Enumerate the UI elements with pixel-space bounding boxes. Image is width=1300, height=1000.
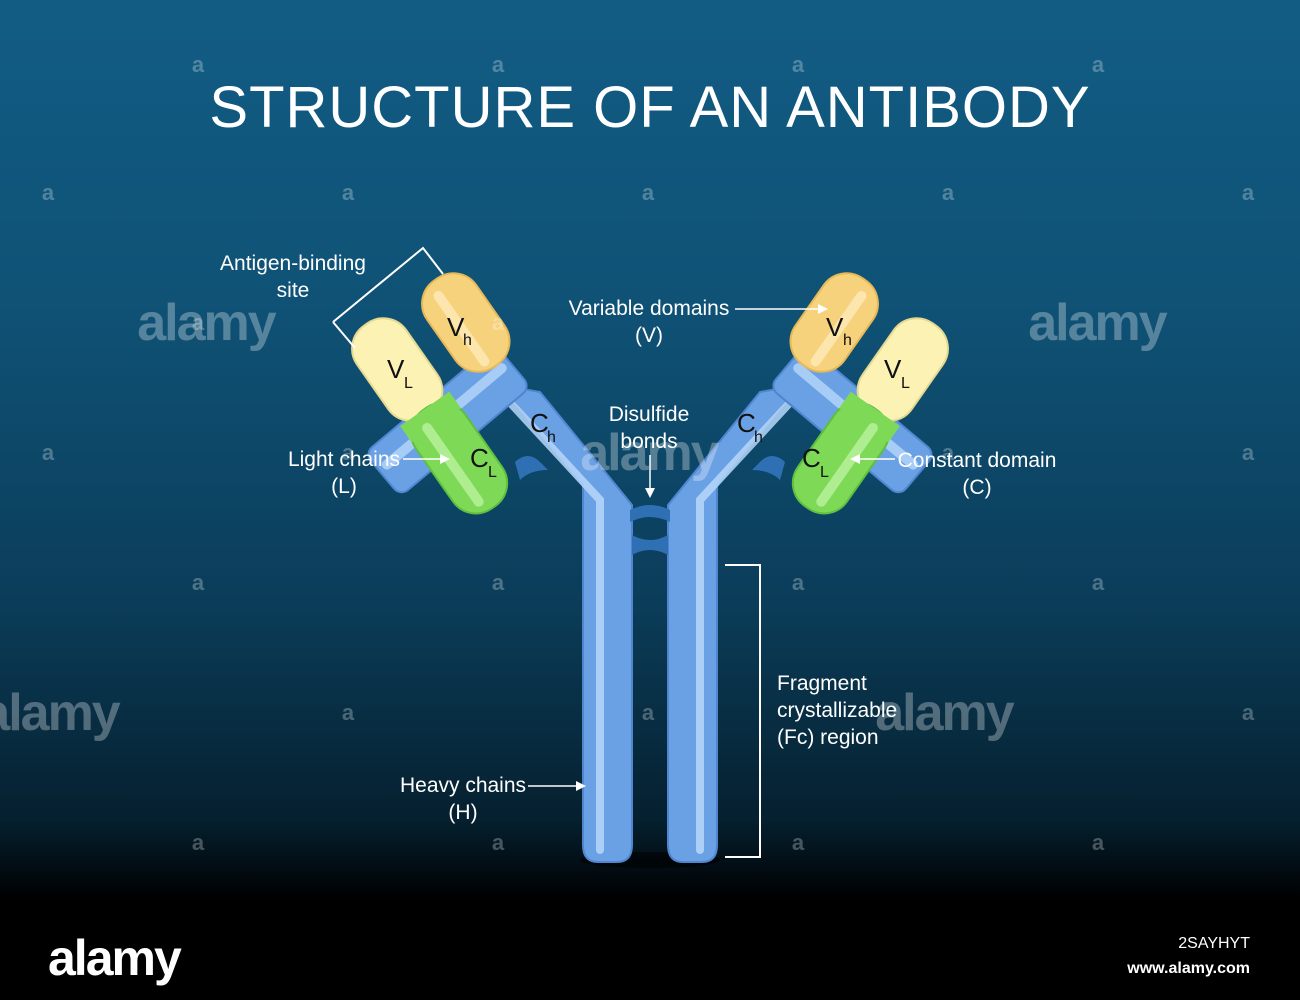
svg-text:L: L <box>820 464 829 481</box>
svg-text:h: h <box>463 332 472 349</box>
light-chains-label-2: (L) <box>331 475 357 498</box>
light-chain-right <box>791 317 949 515</box>
constant-domain-label-1: Constant domain <box>898 449 1057 472</box>
svg-text:a: a <box>42 440 55 465</box>
svg-text:h: h <box>547 429 556 446</box>
light-chain-left <box>351 317 509 515</box>
disulfide-bonds-heavy <box>630 505 670 555</box>
antigen-binding-bracket <box>332 246 444 349</box>
svg-text:a: a <box>1092 830 1105 855</box>
svg-text:V: V <box>884 354 902 384</box>
page-title: STRUCTURE OF AN ANTIBODY <box>209 75 1090 140</box>
svg-text:a: a <box>942 440 955 465</box>
svg-text:a: a <box>942 180 955 205</box>
variable-heavy-left <box>421 272 511 373</box>
constant-light-right <box>791 401 890 515</box>
svg-text:alamy: alamy <box>0 684 121 742</box>
variable-domains-arrowhead <box>818 304 828 314</box>
svg-text:a: a <box>192 310 205 335</box>
footer-logo: alamy <box>48 930 182 986</box>
svg-text:V: V <box>826 312 844 342</box>
svg-text:a: a <box>492 52 505 77</box>
heavy-chains-label-1: Heavy chains <box>400 774 526 797</box>
svg-text:a: a <box>492 830 505 855</box>
heavy-chain-left <box>497 383 633 863</box>
svg-text:C: C <box>470 443 489 473</box>
constant-domain-label-2: (C) <box>962 476 991 499</box>
footer-url: www.alamy.com <box>1126 960 1250 977</box>
svg-text:L: L <box>404 375 413 392</box>
light-chains-arrowhead <box>440 454 450 464</box>
constant-domain-arrowhead <box>850 454 860 464</box>
svg-text:a: a <box>792 830 805 855</box>
svg-text:a: a <box>342 180 355 205</box>
svg-text:a: a <box>342 700 355 725</box>
disulfide-bonds-label-2: bonds <box>620 430 677 453</box>
fc-region-label-2: crystallizable <box>777 699 897 722</box>
svg-text:a: a <box>642 180 655 205</box>
disulfide-bond-light-left <box>515 456 548 480</box>
svg-text:a: a <box>192 52 205 77</box>
disulfide-bonds-label-1: Disulfide <box>609 403 690 426</box>
domain-label-ch-right: C h <box>737 408 763 446</box>
svg-text:C: C <box>802 443 821 473</box>
svg-text:V: V <box>447 312 465 342</box>
svg-text:a: a <box>1092 570 1105 595</box>
svg-text:a: a <box>342 440 355 465</box>
disulfide-bond-light-right <box>752 456 785 480</box>
svg-text:alamy: alamy <box>137 294 277 352</box>
domain-label-cl-left: C L <box>470 443 497 481</box>
variable-domains-label-1: Variable domains <box>569 297 730 320</box>
domain-label-ch-left: C h <box>530 408 556 446</box>
antigen-binding-label-2: site <box>277 279 310 302</box>
svg-text:a: a <box>1092 52 1105 77</box>
watermark-logos: alamy alamy alamy alamy alamy <box>0 294 1170 742</box>
variable-heavy-right <box>789 272 879 373</box>
fc-region-bracket <box>725 564 761 858</box>
svg-text:a: a <box>1242 700 1255 725</box>
svg-text:h: h <box>843 332 852 349</box>
svg-text:h: h <box>754 429 763 446</box>
heavy-chains-label-2: (H) <box>448 801 477 824</box>
domain-label-vl-left: V L <box>387 354 413 392</box>
svg-text:a: a <box>42 180 55 205</box>
svg-text:L: L <box>488 464 497 481</box>
svg-text:V: V <box>387 354 405 384</box>
svg-text:a: a <box>192 830 205 855</box>
fc-region-label-3: (Fc) region <box>777 726 879 749</box>
svg-text:a: a <box>1242 180 1255 205</box>
svg-text:a: a <box>642 700 655 725</box>
disulfide-bonds-arrowhead <box>645 488 655 498</box>
footer-image-id: 2SAYHYT <box>1178 935 1250 952</box>
svg-text:a: a <box>792 52 805 77</box>
constant-light-left <box>410 401 509 515</box>
svg-text:alamy: alamy <box>1028 294 1168 352</box>
watermark-glyphs: a a a a a a a a a a a a a a a a a a a a … <box>42 52 1255 855</box>
svg-text:L: L <box>901 375 910 392</box>
svg-text:C: C <box>530 408 549 438</box>
svg-text:a: a <box>1242 440 1255 465</box>
svg-text:C: C <box>737 408 756 438</box>
heavy-chain-right <box>667 383 803 863</box>
heavy-chains-arrowhead <box>576 781 586 791</box>
variable-domains-label-2: (V) <box>635 324 663 347</box>
svg-text:a: a <box>492 310 505 335</box>
domain-label-vl-right: V L <box>884 354 910 392</box>
antigen-binding-label-1: Antigen-binding <box>220 252 366 275</box>
svg-text:a: a <box>792 570 805 595</box>
fc-region-label-1: Fragment <box>777 672 867 695</box>
domain-label-vh-left: V h <box>447 312 472 349</box>
domain-label-cl-right: C L <box>802 443 829 481</box>
svg-text:alamy: alamy <box>875 684 1015 742</box>
svg-text:a: a <box>492 570 505 595</box>
light-chains-label-1: Light chains <box>288 448 400 471</box>
svg-text:a: a <box>192 570 205 595</box>
domain-label-vh-right: V h <box>826 312 852 349</box>
svg-text:alamy: alamy <box>580 424 720 482</box>
